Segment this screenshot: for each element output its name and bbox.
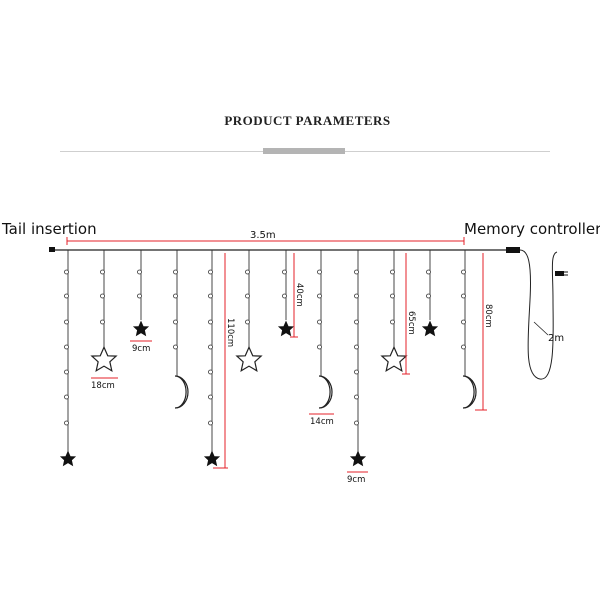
moon-ornament (462, 375, 477, 409)
page-title: PRODUCT PARAMETERS (224, 113, 391, 128)
led-bulb (64, 394, 69, 400)
led-bulb (461, 319, 466, 325)
dim-star-small-a: 9cm (132, 344, 150, 354)
dim-moon-width: 14cm (310, 417, 334, 427)
power-cable (519, 249, 558, 380)
led-bulb (208, 344, 213, 350)
dim-star-small-b: 9cm (347, 475, 365, 485)
star-ornament (59, 450, 77, 467)
plug-head (555, 271, 564, 276)
led-bulb (390, 293, 395, 299)
moon-ornament (174, 375, 189, 409)
led-bulb (354, 344, 359, 350)
dim-strand-65: 65cm (406, 311, 416, 335)
memory-controller-box (506, 247, 520, 253)
star-outline-ornament (381, 346, 407, 372)
led-bulb (426, 293, 431, 299)
led-bulb (173, 269, 178, 275)
star-outline-ornament (91, 346, 117, 372)
led-bulb (317, 344, 322, 350)
led-bulb (100, 269, 105, 275)
star-ornament (421, 320, 439, 337)
led-bulb (208, 269, 213, 275)
led-bulb (282, 269, 287, 275)
led-bulb (317, 269, 322, 275)
led-bulb (461, 293, 466, 299)
led-bulb (64, 344, 69, 350)
led-bulb (390, 319, 395, 325)
star-ornament (203, 450, 221, 467)
memory-controller-label: Memory controller (464, 220, 600, 238)
led-bulb (208, 319, 213, 325)
led-bulb (208, 369, 213, 375)
led-bulb (64, 369, 69, 375)
star-outline-ornament (236, 346, 262, 372)
led-bulb (64, 420, 69, 426)
led-bulb (173, 344, 178, 350)
led-bulb (354, 319, 359, 325)
led-bulb (461, 269, 466, 275)
led-bulb (354, 369, 359, 375)
led-bulb (354, 269, 359, 275)
dim-strand-40: 40cm (294, 283, 304, 307)
led-bulb (64, 293, 69, 299)
led-bulb (426, 269, 431, 275)
dim-strand-110: 110cm (225, 318, 235, 347)
led-bulb (282, 293, 287, 299)
led-bulb (173, 293, 178, 299)
led-bulb (100, 319, 105, 325)
led-bulb (173, 319, 178, 325)
tail-plug (49, 247, 55, 252)
star-ornament (277, 320, 295, 337)
led-bulb (354, 293, 359, 299)
main-length-label: 3.5m (250, 230, 276, 241)
led-bulb (208, 394, 213, 400)
led-bulb (100, 293, 105, 299)
led-bulb (137, 293, 142, 299)
dim-star-outline: 18cm (91, 381, 115, 391)
led-bulb (64, 319, 69, 325)
led-bulb (208, 420, 213, 426)
led-bulb (245, 293, 250, 299)
led-bulb (390, 269, 395, 275)
led-bulb (354, 394, 359, 400)
led-bulb (137, 269, 142, 275)
led-bulb (317, 293, 322, 299)
star-ornament (132, 320, 150, 337)
cable-length-label: 2m (548, 333, 564, 344)
led-bulb (354, 420, 359, 426)
led-bulb (208, 293, 213, 299)
led-bulb (245, 319, 250, 325)
led-bulb (461, 344, 466, 350)
star-ornament (349, 450, 367, 467)
title-accent-bar (263, 148, 345, 154)
led-bulb (317, 319, 322, 325)
tail-insertion-label: Tail insertion (2, 220, 97, 238)
moon-ornament (318, 375, 333, 409)
led-bulb (64, 269, 69, 275)
dim-strand-80: 80cm (483, 304, 493, 328)
led-bulb (245, 269, 250, 275)
